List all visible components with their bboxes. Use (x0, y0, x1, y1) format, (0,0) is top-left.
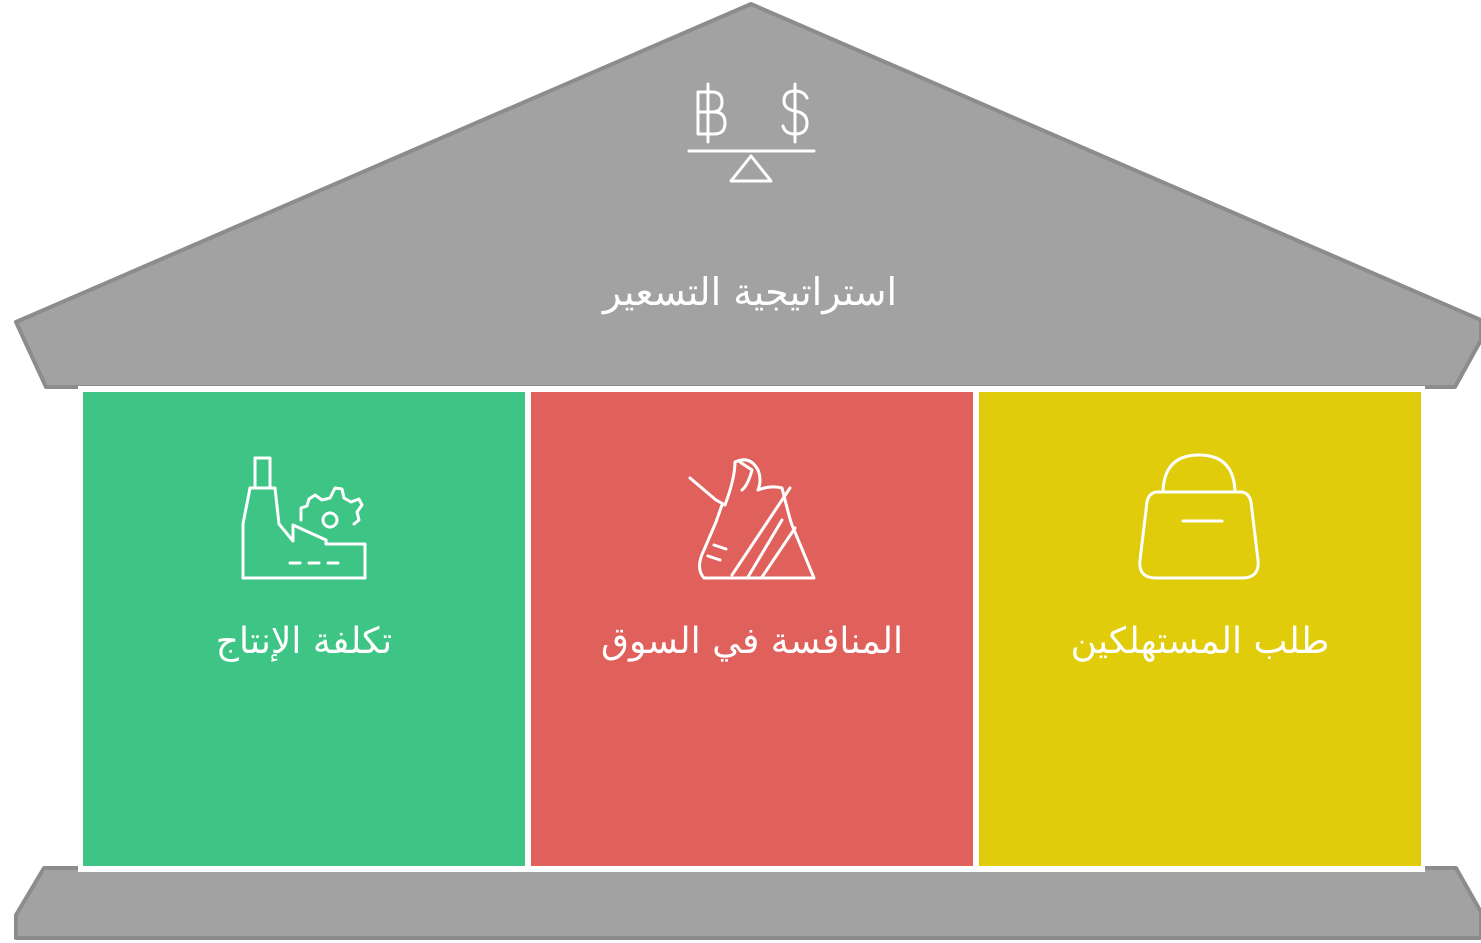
pillar-label-consumer-demand: طلب المستهلكين (1070, 621, 1330, 662)
running-shoe-icon (688, 458, 816, 580)
pillar-label-market-competition: المنافسة في السوق (601, 621, 903, 662)
roof (14, 2, 1481, 389)
pillar-production-cost (83, 392, 525, 866)
currency-balance-icon (687, 82, 816, 183)
pillar-label-production-cost: تكلفة الإنتاج (215, 621, 393, 662)
handbag-icon (1138, 453, 1260, 580)
factory-gear-icon (241, 456, 367, 580)
roof-title: استراتيجية التسعير (602, 270, 898, 314)
base (14, 866, 1481, 940)
pillar-consumer-demand (979, 392, 1421, 866)
